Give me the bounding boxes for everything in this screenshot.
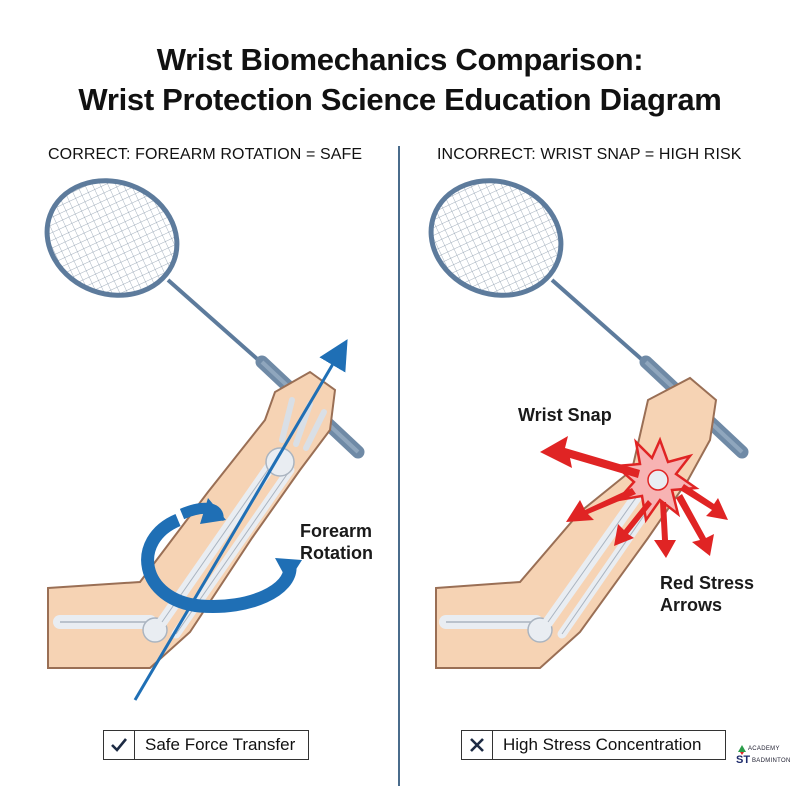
high-stress-text: High Stress Concentration <box>503 735 702 754</box>
forearm-rotation-label: Forearm Rotation <box>300 520 373 564</box>
logo-main-text: ST <box>736 754 751 766</box>
incorrect-panel-heading: INCORRECT: WRIST SNAP = HIGH RISK <box>437 146 742 163</box>
high-stress-callout: High Stress Concentration <box>461 730 726 760</box>
safe-force-transfer-callout: Safe Force Transfer <box>103 730 309 760</box>
red-stress-arrows-label: Red Stress Arrows <box>660 572 754 616</box>
left-forearm <box>47 370 337 669</box>
incorrect-arm-illustration <box>428 178 749 669</box>
forearm-rotation-label-line-1: Forearm <box>300 521 373 541</box>
correct-arm-illustration <box>44 178 365 701</box>
logo-top-text: ACADEMY <box>748 746 780 752</box>
panel-divider <box>398 146 400 786</box>
x-icon <box>462 731 493 759</box>
red-stress-arrows <box>540 436 728 558</box>
check-icon <box>104 731 135 759</box>
title-line-1: Wrist Biomechanics Comparison: <box>156 42 644 77</box>
forearm-rotation-label-line-2: Rotation <box>300 543 373 563</box>
red-stress-arrows-label-line-1: Red Stress <box>660 573 755 593</box>
alignment-arrow <box>133 339 348 701</box>
title-line-2: Wrist Protection Science Education Diagr… <box>78 82 722 117</box>
right-racket <box>428 178 749 459</box>
correct-panel-heading: CORRECT: FOREARM ROTATION = SAFE <box>48 146 363 163</box>
safe-force-transfer-text: Safe Force Transfer <box>145 735 296 754</box>
logo-bottom-text: BADMINTON <box>752 758 791 764</box>
stress-burst <box>612 436 700 524</box>
wrist-snap-label: Wrist Snap <box>518 405 612 425</box>
diagram-title: Wrist Biomechanics Comparison: Wrist Pro… <box>0 40 800 120</box>
academy-logo: ACADEMY ST BADMINTON <box>734 744 790 774</box>
rotation-arrow <box>141 498 302 614</box>
red-stress-arrows-label-line-2: Arrows <box>660 595 723 615</box>
shuttlecock-icon <box>738 745 746 755</box>
left-racket <box>44 178 365 459</box>
